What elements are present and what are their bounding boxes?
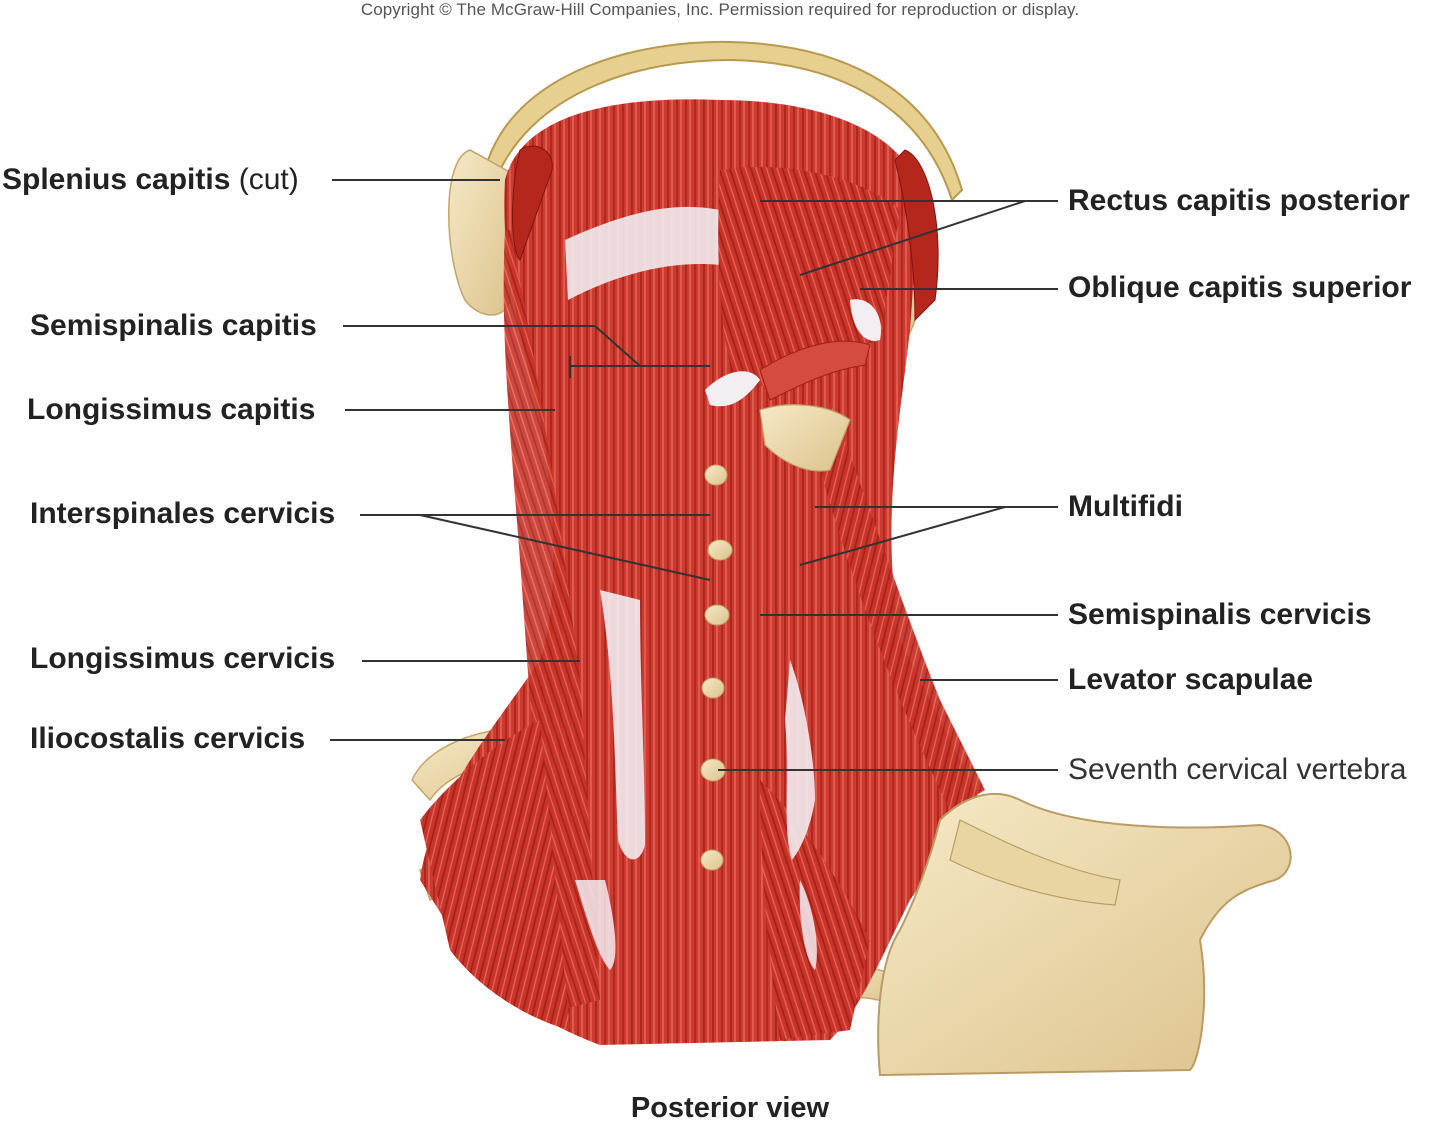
label-oblique-capitis-superior: Oblique capitis superior bbox=[1068, 271, 1411, 305]
label-semispinalis-capitis: Semispinalis capitis bbox=[30, 309, 317, 343]
copyright-notice: Copyright © The McGraw-Hill Companies, I… bbox=[360, 0, 1080, 19]
label-semispinalis-cervicis: Semispinalis cervicis bbox=[1068, 598, 1372, 632]
spinous-processes bbox=[700, 464, 733, 871]
label-splenius-capitis: Splenius capitis (cut) bbox=[2, 163, 299, 197]
label-rectus-capitis-posterior: Rectus capitis posterior bbox=[1068, 184, 1410, 218]
lower-right-mass bbox=[760, 780, 870, 1040]
label-longissimus-cervicis-text: Longissimus cervicis bbox=[30, 642, 336, 675]
tendon-strip-right bbox=[785, 660, 815, 860]
figure-caption: Posterior view bbox=[630, 1092, 830, 1124]
label-oblique-capitis-superior-text: Oblique capitis superior bbox=[1068, 271, 1412, 304]
label-levator-scapulae: Levator scapulae bbox=[1068, 663, 1313, 697]
label-multifidi-text: Multifidi bbox=[1068, 490, 1183, 523]
leader-lines bbox=[330, 179, 1058, 771]
label-splenius-capitis-note: (cut) bbox=[238, 163, 299, 196]
semispinalis-tendon-band bbox=[565, 206, 720, 300]
label-splenius-capitis-text: Splenius capitis bbox=[2, 163, 231, 196]
scapula bbox=[877, 792, 1292, 1077]
oblique-capitis bbox=[759, 340, 871, 401]
label-semispinalis-cervicis-text: Semispinalis cervicis bbox=[1068, 598, 1372, 631]
levator-scapulae-band bbox=[820, 400, 985, 810]
label-rectus-capitis-posterior-text: Rectus capitis posterior bbox=[1068, 184, 1410, 217]
longissimus-band bbox=[503, 230, 600, 1010]
tendon-strip-left bbox=[600, 590, 645, 860]
suboccipital-tendon bbox=[705, 371, 760, 407]
label-semispinalis-capitis-text: Semispinalis capitis bbox=[30, 309, 317, 342]
tendon-strip-right-2 bbox=[799, 880, 817, 970]
skull-outline bbox=[486, 40, 964, 202]
label-interspinales-cervicis-text: Interspinales cervicis bbox=[30, 497, 336, 530]
label-iliocostalis-cervicis: Iliocostalis cervicis bbox=[30, 722, 305, 756]
atlas-bone bbox=[759, 404, 851, 472]
lower-left-mass bbox=[420, 720, 570, 1030]
label-longissimus-capitis-text: Longissimus capitis bbox=[27, 393, 316, 426]
splenius-cut-left bbox=[512, 145, 553, 261]
scapula-spine bbox=[949, 819, 1121, 906]
tendon-strip-left-2 bbox=[575, 880, 616, 970]
label-seventh-cervical-vertebra: Seventh cervical vertebra bbox=[1068, 753, 1407, 786]
label-longissimus-cervicis: Longissimus cervicis bbox=[30, 642, 335, 676]
label-longissimus-capitis: Longissimus capitis bbox=[27, 393, 315, 427]
label-iliocostalis-cervicis-text: Iliocostalis cervicis bbox=[30, 722, 306, 755]
label-levator-scapulae-text: Levator scapulae bbox=[1068, 663, 1314, 696]
suboccipital-muscles bbox=[718, 166, 900, 395]
splenius-cut-right bbox=[894, 149, 939, 322]
suboccipital-tendon-2 bbox=[850, 299, 881, 341]
label-interspinales-cervicis: Interspinales cervicis bbox=[30, 497, 335, 531]
label-multifidi: Multifidi bbox=[1068, 490, 1183, 524]
